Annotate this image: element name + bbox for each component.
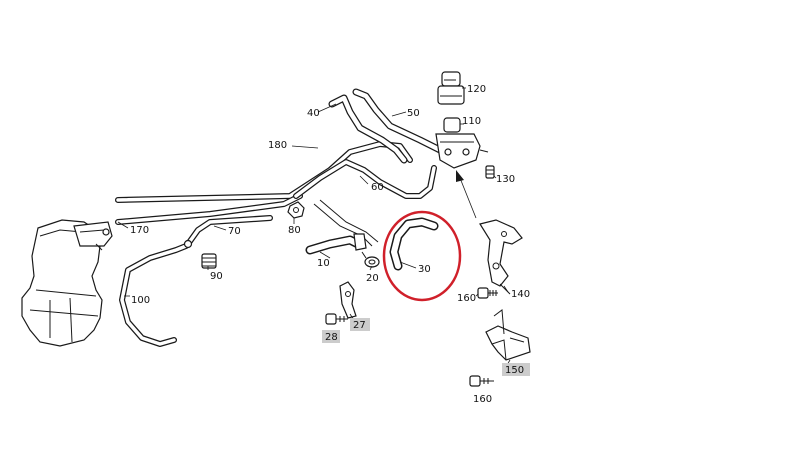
hose-70 [185, 199, 379, 247]
leader-lines [117, 87, 511, 371]
pump-120 [437, 71, 465, 105]
hose-170 [115, 193, 303, 225]
callout-40: 40 [307, 108, 320, 119]
callout-90: 90 [210, 271, 223, 282]
valve-unit-110 [435, 117, 489, 169]
callout-180: 180 [268, 140, 287, 151]
callout-28: 28 [325, 332, 338, 343]
bracket-140 [479, 219, 523, 295]
callout-20: 20 [366, 273, 379, 284]
callout-27: 27 [353, 320, 366, 331]
callout-27-highlight [350, 318, 370, 331]
hose-100 [119, 239, 193, 347]
hose-40 [328, 94, 408, 164]
callout-28-highlight [322, 330, 340, 343]
callout-50: 50 [407, 108, 420, 119]
callout-30: 30 [418, 264, 431, 275]
callout-150: 150 [505, 365, 524, 376]
hose-30 [389, 217, 439, 271]
bellows-90 [201, 253, 217, 269]
callout-labels: 120 110 130 40 50 180 60 170 70 80 90 10… [130, 84, 530, 405]
callout-70: 70 [228, 226, 241, 237]
bolt-160-lower [469, 375, 494, 387]
callout-110: 110 [462, 116, 481, 127]
bracket-150 [485, 309, 531, 361]
callout-170: 170 [130, 225, 149, 236]
hose-180 [115, 141, 413, 203]
reservoir-tank [21, 219, 113, 347]
strap-27 [339, 281, 357, 319]
callout-160-upper: 160 [457, 293, 476, 304]
callout-160-lower: 160 [473, 394, 492, 405]
fitting-130 [485, 165, 495, 179]
direction-arrow [456, 170, 477, 219]
callout-120: 120 [467, 84, 486, 95]
hose-50 [352, 88, 444, 154]
bolt-160-upper [477, 287, 498, 299]
highlight-circle [382, 210, 462, 302]
hose-10 [305, 233, 367, 255]
clip-80 [287, 201, 305, 219]
callout-100: 100 [131, 295, 150, 306]
clamp-20 [361, 251, 380, 268]
callout-150-highlight [502, 363, 530, 376]
callout-80: 80 [288, 225, 301, 236]
callout-140: 140 [511, 289, 530, 300]
callout-10: 10 [317, 258, 330, 269]
callout-130: 130 [496, 174, 515, 185]
callout-60: 60 [371, 182, 384, 193]
bolt-28 [325, 313, 348, 325]
hose-60 [293, 159, 437, 199]
